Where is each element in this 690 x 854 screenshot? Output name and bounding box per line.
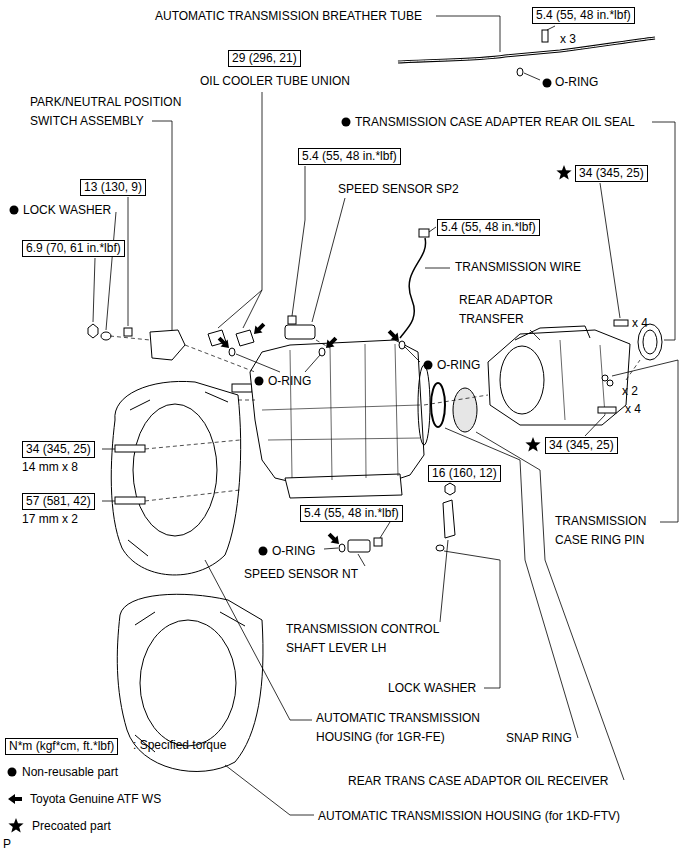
legend-text: : Specified torque	[133, 738, 226, 753]
transmission-case	[250, 340, 424, 484]
part-label: O-RING	[268, 374, 311, 389]
part-label: x 2	[622, 384, 638, 399]
legend-torque-box: N*m (kgf*cm, ft.*lbf)	[5, 738, 118, 755]
part-label: SPEED SENSOR SP2	[338, 182, 459, 197]
part-label: O-RING	[272, 544, 315, 559]
wire-bolt	[419, 229, 429, 237]
pn-switch	[150, 330, 185, 360]
bolt	[124, 328, 132, 336]
part-label: x 3	[560, 32, 576, 47]
torque-value: N*m (kgf*cm, ft.*lbf)	[9, 739, 114, 753]
ring-pin	[602, 375, 608, 381]
breather-tube	[398, 38, 655, 62]
union	[236, 330, 254, 346]
speed-sensor-sp2	[285, 325, 315, 339]
part-label: AUTOMATIC TRANSMISSION HOUSING (for 1GR-…	[316, 709, 511, 747]
bolt	[542, 30, 548, 42]
part-label: P	[3, 837, 11, 852]
torque-box: 57 (581, 42)	[22, 493, 95, 510]
non-reusable-dots	[8, 79, 552, 777]
bolt	[614, 320, 628, 326]
torque-box: 29 (296, 21)	[228, 50, 301, 67]
torque-box: 5.4 (55, 48 in.*lbf)	[298, 148, 401, 165]
torque-value: 34 (345, 25)	[26, 442, 91, 456]
torque-value: 6.9 (70, 61 in.*lbf)	[26, 241, 121, 255]
torque-box: 5.4 (55, 48 in.*lbf)	[300, 505, 403, 522]
part-label: x 4	[632, 316, 648, 331]
legend-text: Non-reusable part	[22, 765, 118, 780]
part-label: TRANSMISSION CASE ADAPTER REAR OIL SEAL	[355, 115, 635, 130]
o-ring	[517, 68, 523, 76]
legend-text: Toyota Genuine ATF WS	[30, 792, 161, 807]
part-label: REAR ADAPTOR TRANSFER	[459, 291, 569, 329]
part-label: O-RING	[555, 75, 598, 90]
control-lever	[443, 500, 455, 538]
speed-sensor-nt	[348, 540, 370, 552]
o-ring	[319, 348, 325, 356]
torque-value: 34 (345, 25)	[549, 438, 614, 452]
input-shaft	[232, 384, 252, 392]
torque-value: 57 (581, 42)	[26, 494, 91, 508]
housing-1gr	[111, 381, 240, 575]
torque-box: 13 (130, 9)	[80, 179, 146, 196]
o-ring	[229, 348, 235, 356]
part-label: SNAP RING	[506, 731, 572, 746]
part-label: O-RING	[437, 358, 480, 373]
torque-value: 5.4 (55, 48 in.*lbf)	[536, 8, 631, 22]
part-label: LOCK WASHER	[388, 681, 476, 696]
housing-1kd	[117, 594, 263, 771]
torque-value: 34 (345, 25)	[579, 166, 644, 180]
torque-value: 5.4 (55, 48 in.*lbf)	[441, 220, 536, 234]
transmission-wire	[400, 238, 426, 338]
torque-value: 5.4 (55, 48 in.*lbf)	[302, 149, 397, 163]
part-label: OIL COOLER TUBE UNION	[200, 74, 350, 89]
part-label: REAR TRANS CASE ADAPTOR OIL RECEIVER	[348, 774, 609, 789]
part-label: TRANSMISSION CASE RING PIN	[555, 512, 675, 550]
torque-box: 6.9 (70, 61 in.*lbf)	[22, 240, 125, 257]
part-label: AUTOMATIC TRANSMISSION BREATHER TUBE	[155, 9, 422, 24]
bolt	[115, 445, 145, 452]
legend-text: Precoated part	[32, 819, 111, 834]
part-label: TRANSMISSION WIRE	[455, 260, 581, 275]
oil-receiver	[453, 388, 477, 432]
bolt	[598, 407, 616, 413]
part-label: x 4	[625, 402, 641, 417]
torque-value: 16 (160, 12)	[432, 466, 497, 480]
torque-box: 5.4 (55, 48 in.*lbf)	[437, 219, 540, 236]
torque-box: 5.4 (55, 48 in.*lbf)	[532, 7, 635, 24]
part-label: AUTOMATIC TRANSMISSION HOUSING (for 1KD-…	[318, 809, 620, 824]
lock-washer	[101, 332, 111, 340]
nut	[88, 324, 98, 338]
torque-box: 34 (345, 25)	[22, 441, 95, 458]
part-label: 17 mm x 2	[22, 512, 78, 527]
part-label: LOCK WASHER	[23, 203, 111, 218]
o-ring	[339, 544, 345, 552]
snap-ring	[431, 383, 445, 427]
lock-washer	[436, 545, 444, 551]
rear-adaptor	[488, 330, 630, 425]
o-ring	[399, 341, 405, 349]
torque-value: 5.4 (55, 48 in.*lbf)	[304, 506, 399, 520]
leader-lines	[93, 16, 678, 815]
torque-box: 34 (345, 25)	[575, 165, 648, 182]
torque-value: 13 (130, 9)	[84, 180, 142, 194]
torque-value: 29 (296, 21)	[232, 51, 297, 65]
part-label: 14 mm x 8	[22, 460, 78, 475]
part-label: PARK/NEUTRAL POSITION SWITCH ASSEMBLY	[30, 93, 210, 131]
part-label: TRANSMISSION CONTROL SHAFT LEVER LH	[286, 620, 466, 658]
torque-box: 16 (160, 12)	[428, 465, 501, 482]
nut	[445, 483, 455, 495]
part-label: SPEED SENSOR NT	[244, 567, 358, 582]
oil-pan	[285, 474, 402, 498]
torque-box: 34 (345, 25)	[545, 437, 618, 454]
bolt	[115, 497, 145, 504]
